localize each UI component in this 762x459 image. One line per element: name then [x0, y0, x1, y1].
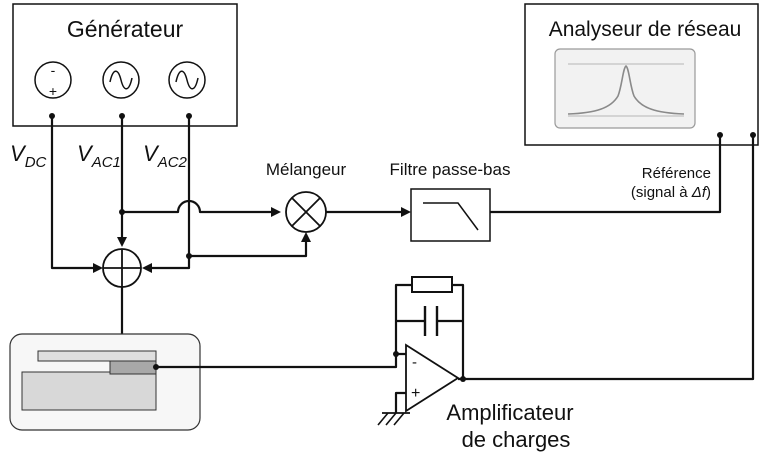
network-analyzer-block: Analyseur de réseau: [524, 3, 759, 146]
vdc-label: VDC: [10, 141, 47, 171]
vac1-to-mixer-wire: [122, 199, 273, 214]
dc-plus-label: +: [49, 83, 57, 99]
amplifier-label: Amplificateur: [446, 400, 573, 425]
ac1-source-icon: [102, 61, 140, 99]
lowpass-filter-block: [410, 188, 491, 242]
amp-plus-label: +: [411, 385, 420, 402]
lowpass-response-icon: [423, 202, 479, 231]
mixer-icon: [285, 191, 327, 233]
ground-icon: [377, 412, 410, 426]
resonance-curve-icon: [567, 65, 685, 115]
ac2-source-icon: [168, 61, 206, 99]
vdc-wire: [50, 116, 95, 270]
amp-minus-label: -: [412, 354, 417, 371]
filter-to-analyzer-wire: [490, 135, 722, 214]
reference-label: Référence: [642, 165, 711, 182]
device-sample: [9, 333, 201, 431]
feedback-resistor: [411, 276, 453, 293]
substrate: [21, 371, 157, 411]
vac2-to-mixer-wire: [189, 240, 308, 258]
reference-sublabel: (signal à Δf): [631, 184, 711, 201]
feedback-left-wire: [394, 283, 412, 354]
summing-junction-icon: [102, 248, 142, 288]
filter-label: Filtre passe-bas: [390, 160, 511, 179]
electrode: [109, 360, 157, 375]
amp-to-analyzer-wire: [458, 135, 755, 381]
mixer-label: Mélangeur: [266, 160, 347, 179]
amplifier-sublabel: de charges: [462, 427, 571, 452]
filter-frame: [410, 188, 491, 242]
dc-source-icon: - +: [34, 61, 72, 99]
cantilever: [37, 350, 157, 362]
analyzer-screen: [554, 48, 696, 129]
vac2-label: VAC2: [143, 141, 188, 171]
vac2-wire: [150, 116, 191, 270]
generator-title: Générateur: [67, 16, 184, 42]
vac1-label: VAC1: [77, 141, 121, 171]
ground-wire: [394, 391, 406, 413]
device-to-amp-wire: [156, 352, 406, 369]
generator-block: Générateur - +: [12, 3, 238, 127]
analyzer-title: Analyseur de réseau: [549, 18, 742, 41]
dc-minus-label: -: [51, 62, 56, 78]
feedback-right-wire: [452, 283, 465, 379]
charge-amplifier-icon: - +: [405, 343, 460, 413]
